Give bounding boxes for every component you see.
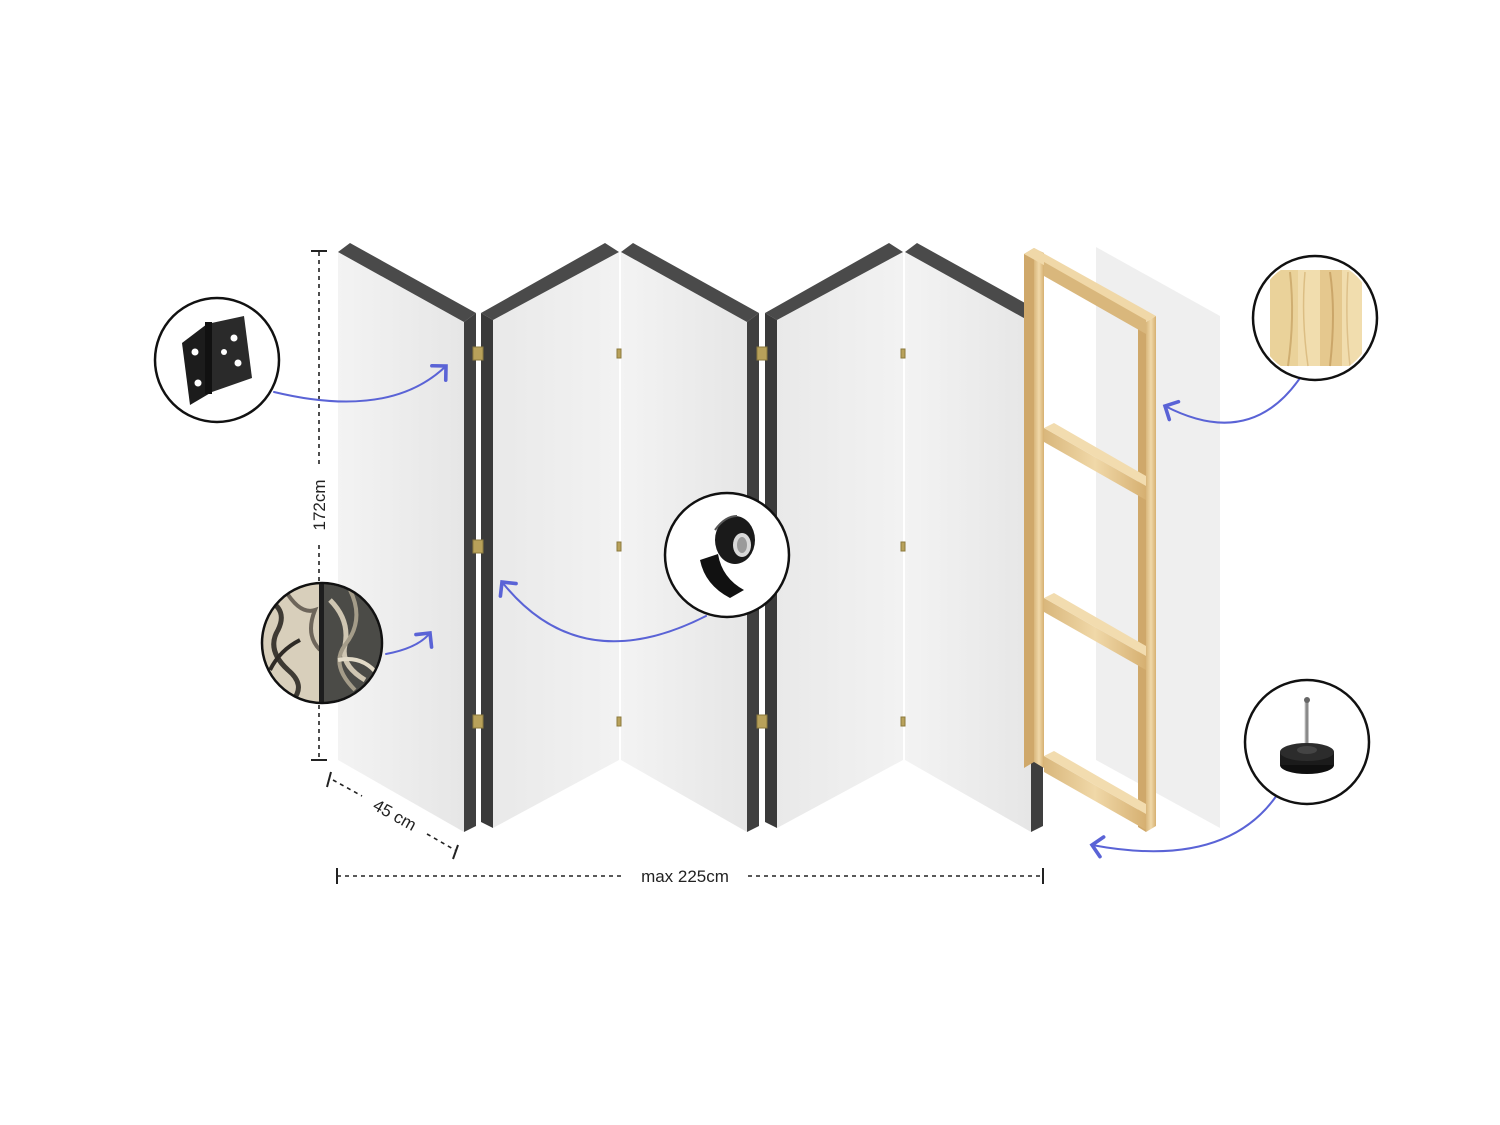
print-callout (260, 581, 384, 705)
hinge-arrow (273, 363, 448, 403)
print-arrow (385, 631, 434, 655)
width-label: max 225cm (641, 867, 729, 886)
wood-arrow (1162, 377, 1301, 424)
screen-panel-1 (338, 243, 476, 832)
tape-arrow (498, 580, 707, 643)
height-label: 172cm (310, 479, 329, 530)
canvas-sheet (1096, 247, 1220, 828)
foot-callout (1243, 678, 1371, 806)
wooden-frame (1024, 248, 1156, 832)
width-dimension (336, 868, 1044, 884)
screen-panel-4 (765, 243, 903, 828)
tape-callout (663, 491, 791, 619)
hinge-callout (153, 296, 281, 424)
foot-arrow (1089, 794, 1278, 859)
screen-panel-5 (905, 243, 1043, 832)
edge-tape-icon (700, 515, 755, 598)
furniture-glide-icon (1280, 697, 1334, 774)
pine-wood-icon (1270, 270, 1362, 367)
hinge-icon (182, 316, 252, 405)
wood-callout (1251, 254, 1379, 382)
depth-dimension (326, 771, 459, 860)
screen-panel-2 (481, 243, 619, 828)
callout-arrows (273, 363, 1301, 859)
